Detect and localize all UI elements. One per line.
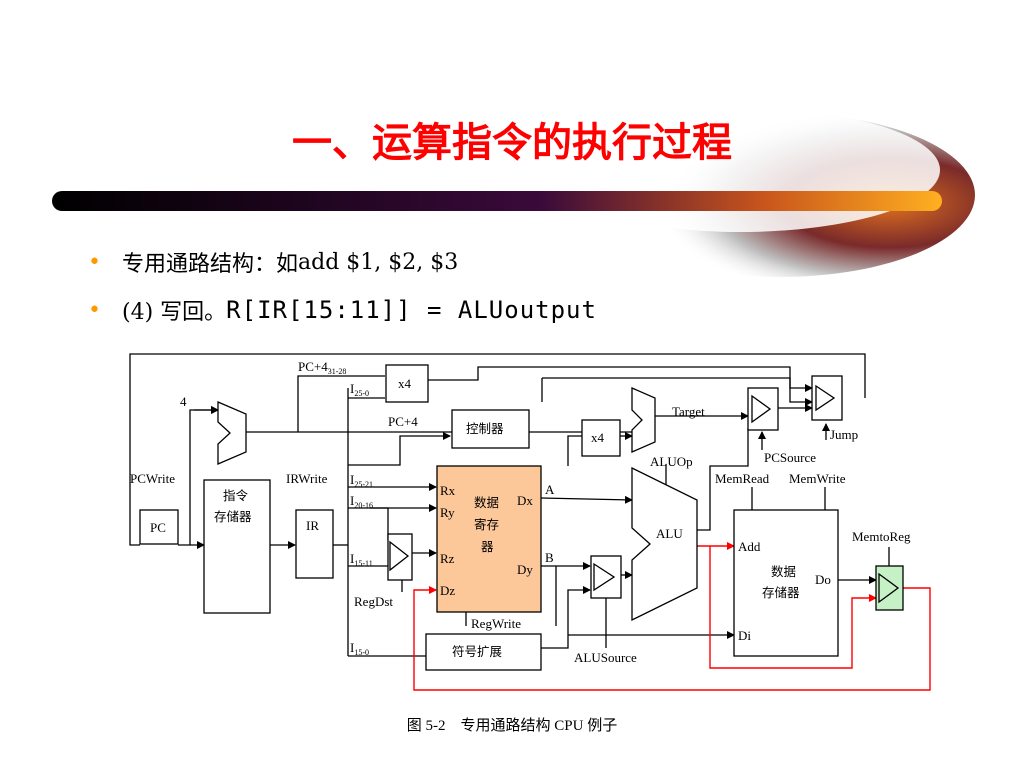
bullet-text: add $1, $2, $3 bbox=[298, 249, 459, 275]
wire-writeback bbox=[413, 586, 931, 691]
alusource-mux bbox=[590, 555, 622, 599]
pcsource-label: PCSource bbox=[764, 450, 816, 465]
wire-jump-loop bbox=[129, 353, 866, 546]
memtoreg-label: MemtoReg bbox=[852, 529, 911, 544]
dmem-label-line1: 数据 bbox=[771, 564, 796, 579]
title-swoosh-decoration bbox=[52, 108, 975, 277]
alusource-label: ALUSource bbox=[574, 650, 637, 665]
regfile-label-line2: 寄存 bbox=[474, 517, 499, 532]
bullet-item: • (4) 写回。 R[IR[15:11]] = ALUoutput bbox=[88, 286, 597, 334]
add-label: Add bbox=[738, 539, 761, 554]
shift-x4-top bbox=[385, 364, 429, 403]
wire-signext-out bbox=[541, 586, 591, 649]
pc-adder bbox=[217, 401, 247, 465]
data-memory bbox=[733, 509, 839, 657]
slide-title: 一、运算指令的执行过程 bbox=[292, 120, 732, 166]
bullet-prefix: 专用通路结构：如 bbox=[122, 252, 299, 277]
controller-block bbox=[451, 409, 530, 449]
wire-i2016 bbox=[348, 507, 389, 540]
bullet-dot-icon: • bbox=[88, 297, 101, 323]
instruction-memory bbox=[203, 479, 271, 614]
bus-a-label: A bbox=[545, 482, 555, 497]
sign-extend-block bbox=[425, 633, 542, 671]
bullet-item: • 专用通路结构：如 add $1, $2, $3 bbox=[88, 238, 597, 286]
branch-adder bbox=[631, 387, 656, 453]
wire-pc-feed bbox=[542, 377, 813, 406]
memtoreg-mux bbox=[875, 565, 904, 611]
x4-top-label: x4 bbox=[398, 376, 412, 391]
x4-mid-label: x4 bbox=[591, 430, 605, 445]
signext-label: 符号扩展 bbox=[452, 644, 502, 659]
memwrite-label: MemWrite bbox=[789, 471, 846, 486]
target-label: Target bbox=[672, 404, 705, 419]
ir-register bbox=[295, 509, 334, 579]
rz-label: Rz bbox=[440, 551, 455, 566]
dx-label: Dx bbox=[517, 493, 533, 508]
regdst-label: RegDst bbox=[354, 594, 393, 609]
wire-bus-a bbox=[540, 495, 633, 504]
regdst-mux-arrow-icon bbox=[389, 540, 410, 572]
regfile-label-line3: 器 bbox=[481, 539, 494, 554]
i1511-label: I15-11 bbox=[350, 551, 373, 568]
i150-label: I15-0 bbox=[350, 640, 369, 657]
alusource-mux-arrow-icon bbox=[593, 562, 616, 592]
bullet-dot-icon: • bbox=[88, 249, 101, 275]
jump-mux bbox=[811, 375, 843, 421]
wire-ir-to-controller bbox=[348, 446, 401, 466]
imem-label-line1: 指令 bbox=[223, 488, 249, 503]
wire-alu-zero bbox=[697, 428, 749, 531]
jump-mux-arrow-icon bbox=[815, 384, 836, 412]
pc-register bbox=[139, 509, 179, 545]
wire-x4-mid-in bbox=[567, 435, 582, 466]
imem-label-line2: 存储器 bbox=[214, 509, 252, 524]
wire-jump-target bbox=[428, 366, 813, 392]
bus-b-label: B bbox=[545, 550, 554, 565]
bullet-code: R[IR[15:11]] = ALUoutput bbox=[226, 296, 597, 324]
pc4-high-label: PC+431-28 bbox=[298, 359, 346, 376]
ir-label: IR bbox=[306, 518, 319, 533]
dmem-label-line2: 存储器 bbox=[762, 585, 800, 600]
ry-label: Ry bbox=[440, 505, 455, 520]
alu-label: ALU bbox=[656, 526, 683, 541]
const4-label: 4 bbox=[180, 394, 187, 409]
do-label: Do bbox=[815, 572, 831, 587]
pcsource-mux bbox=[747, 387, 779, 431]
wire-pc4-high bbox=[297, 375, 385, 432]
register-file bbox=[436, 465, 542, 613]
rx-label: Rx bbox=[440, 483, 456, 498]
shift-x4-mid bbox=[581, 419, 621, 457]
dy-label: Dy bbox=[517, 562, 533, 577]
regfile-label-line1: 数据 bbox=[474, 495, 499, 510]
controller-label: 控制器 bbox=[466, 421, 504, 436]
bullet-prefix: (4) 写回。 bbox=[122, 300, 227, 325]
pc4-label: PC+4 bbox=[388, 414, 418, 429]
figure-caption: 图 5-2 专用通路结构 CPU 例子 bbox=[406, 718, 618, 734]
jump-label: Jump bbox=[830, 427, 858, 442]
alu-block bbox=[631, 466, 698, 622]
i25-label: I25-0 bbox=[350, 381, 369, 398]
pcwrite-label: PCWrite bbox=[130, 471, 175, 486]
memtoreg-mux-arrow-icon bbox=[878, 572, 900, 604]
i2521-label: I25-21 bbox=[350, 472, 373, 489]
bullet-list: • 专用通路结构：如 add $1, $2, $3 • (4) 写回。 R[IR… bbox=[88, 238, 597, 334]
aluop-label: ALUOp bbox=[650, 454, 693, 469]
di-label: Di bbox=[738, 628, 751, 643]
dz-label: Dz bbox=[440, 583, 455, 598]
wire-controller-in bbox=[399, 432, 451, 446]
irwrite-label: IRWrite bbox=[286, 471, 328, 486]
regdst-mux bbox=[387, 533, 413, 581]
i2016-label: I20-16 bbox=[350, 493, 373, 510]
pcsource-mux-arrow-icon bbox=[751, 394, 772, 424]
pc-label: PC bbox=[150, 520, 166, 535]
regwrite-label: RegWrite bbox=[471, 616, 521, 631]
memread-label: MemRead bbox=[715, 471, 770, 486]
wire-aluout-to-memtoreg bbox=[709, 546, 877, 669]
